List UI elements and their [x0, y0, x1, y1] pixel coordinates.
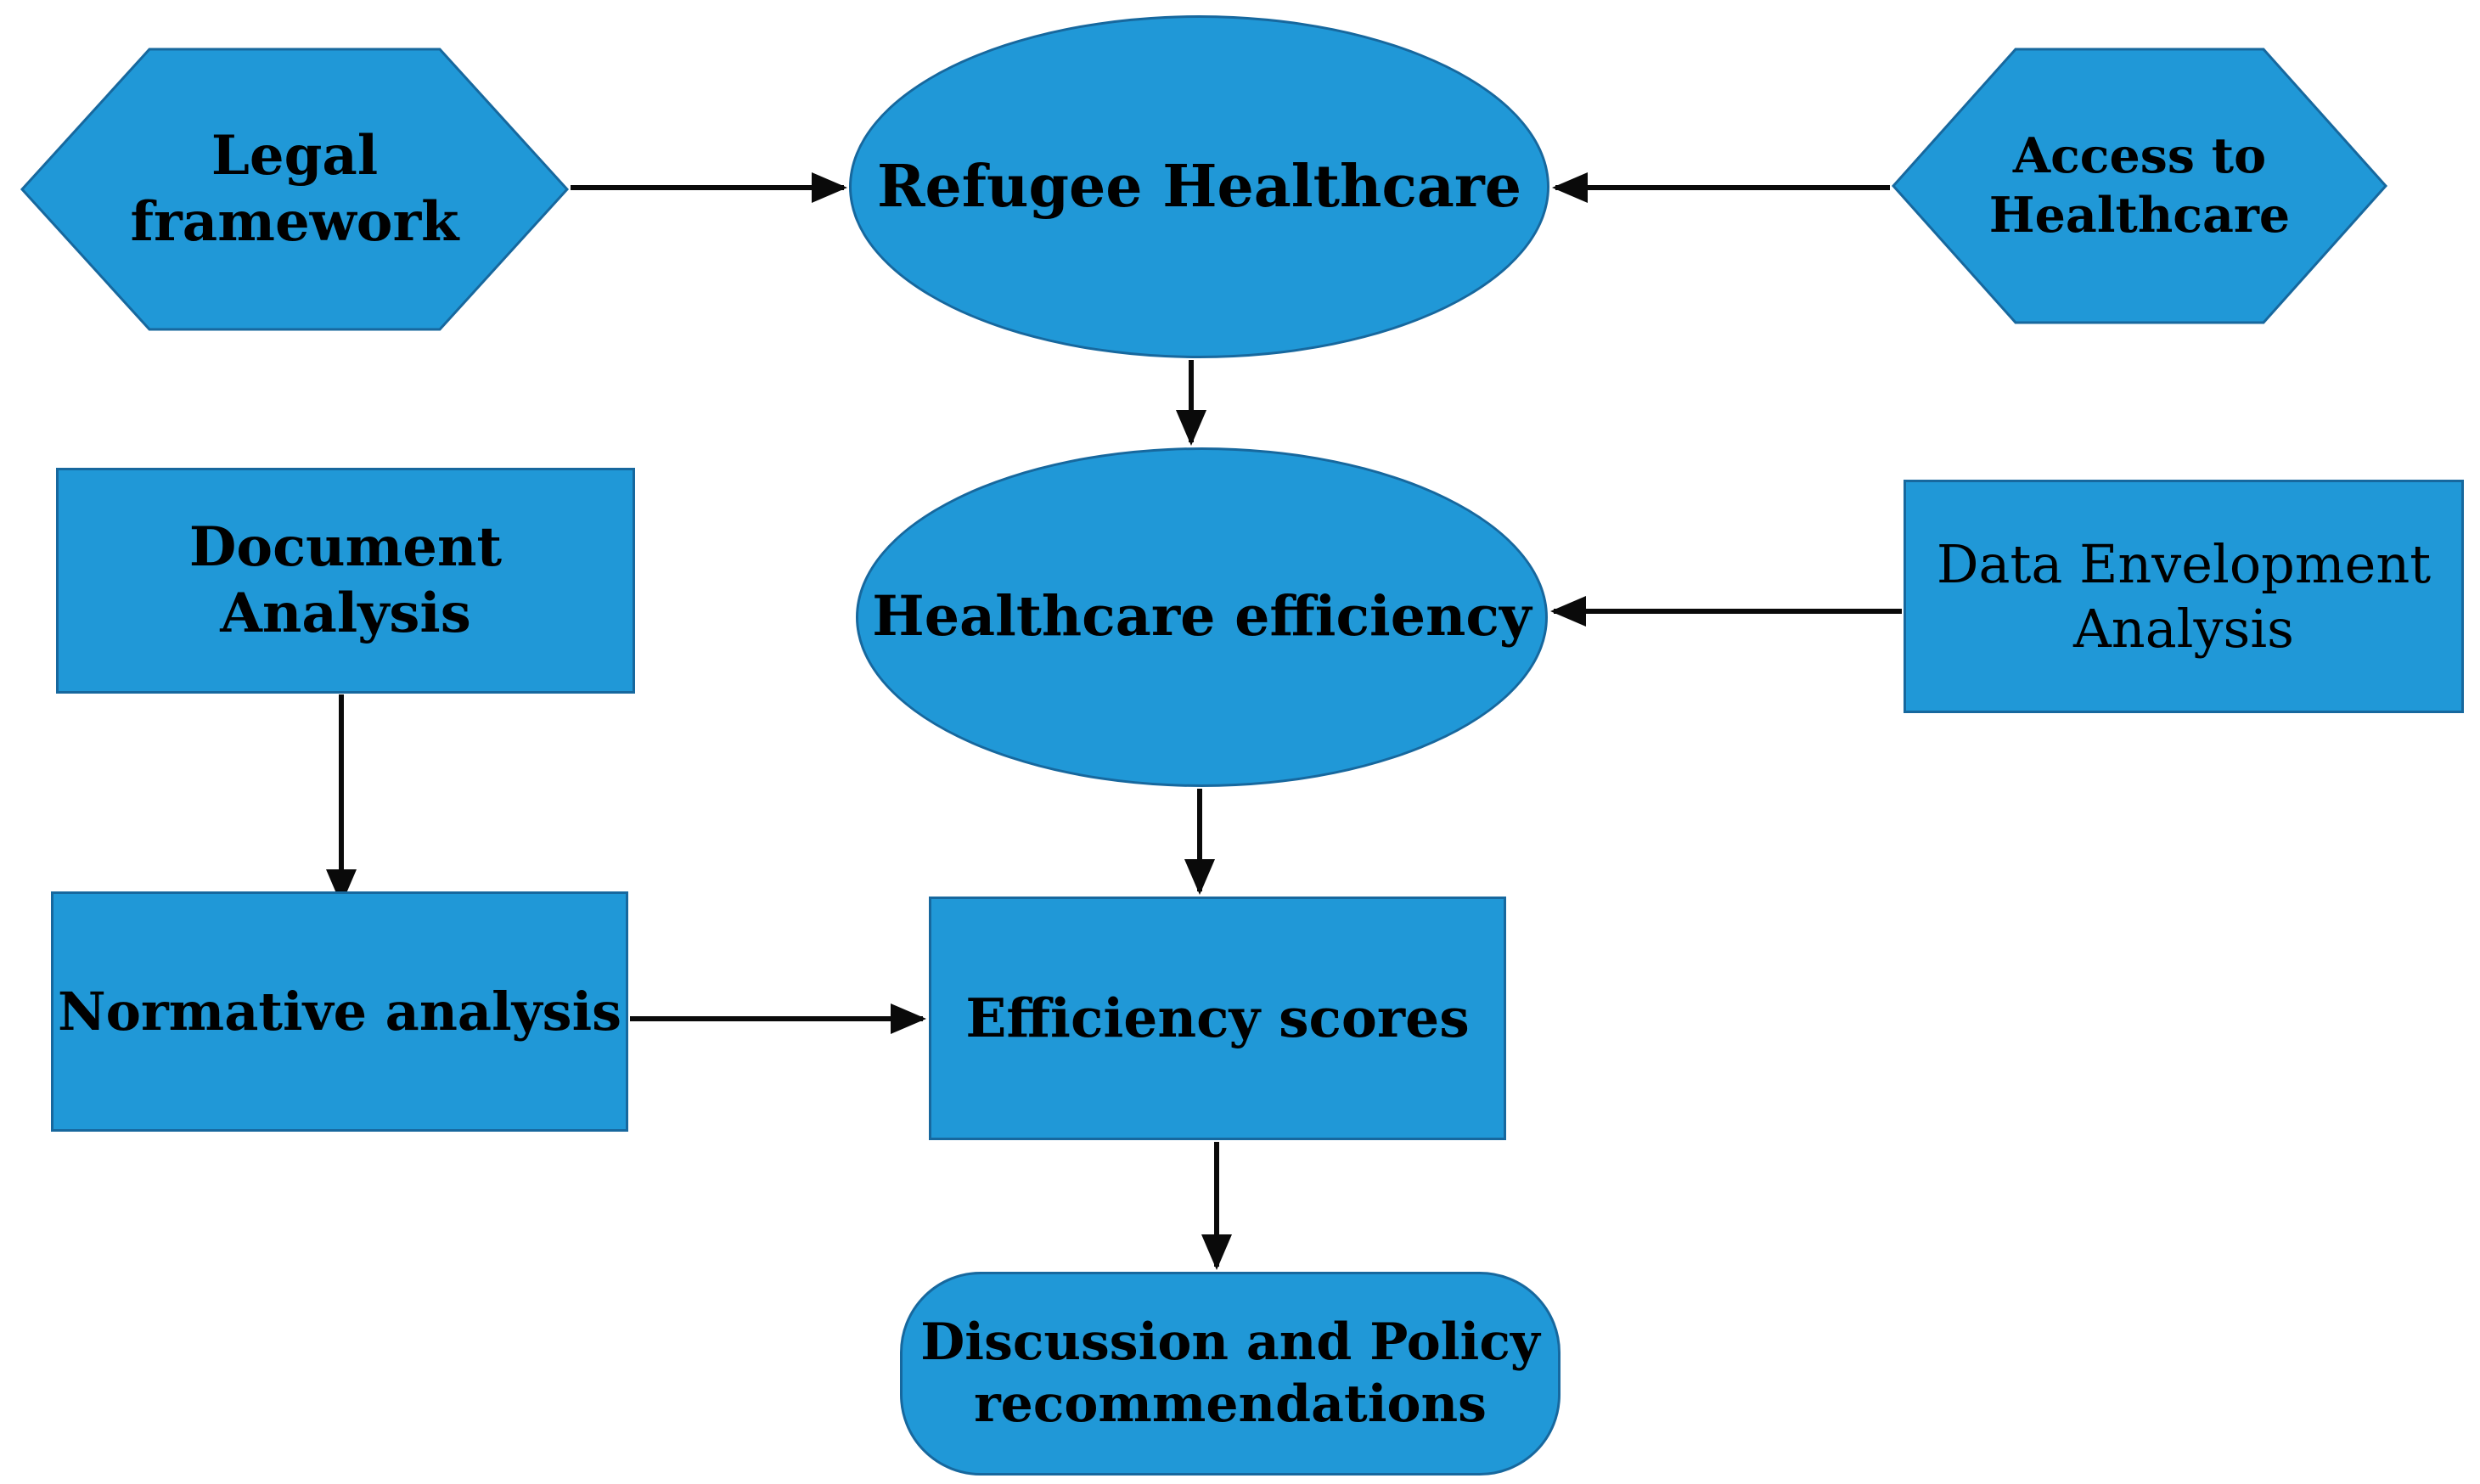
hexagon-shape: [1892, 48, 2387, 324]
node-label: Refugee Healthcare: [876, 152, 1522, 221]
label-line: Legal: [211, 123, 379, 188]
hexagon-shape: [20, 48, 569, 331]
label-line: Data Envelopment: [1936, 532, 2432, 595]
label-line: framework: [130, 190, 459, 254]
node-legal-framework: Legal framework: [20, 48, 569, 331]
node-label: Data Envelopment Analysis: [1937, 532, 2431, 660]
node-document-analysis: Document Analysis: [56, 468, 635, 694]
node-efficiency-scores: Efficiency scores: [929, 897, 1506, 1140]
label-line: Analysis: [2073, 597, 2294, 660]
node-label: Access to Healthcare: [1988, 127, 2291, 244]
node-label: Efficiency scores: [965, 987, 1470, 1050]
node-normative-analysis: Normative analysis: [51, 891, 628, 1132]
node-discussion-policy-recommendations: Discussion and Policy recommendations: [900, 1272, 1561, 1476]
node-healthcare-efficiency: Healthcare efficiency: [856, 447, 1548, 787]
label-line: Discussion and Policy: [920, 1312, 1540, 1372]
node-label: Discussion and Policy recommendations: [920, 1312, 1540, 1436]
node-label: Document Analysis: [188, 514, 503, 645]
label-line: recommendations: [974, 1374, 1487, 1434]
node-access-to-healthcare: Access to Healthcare: [1892, 48, 2387, 324]
node-refugee-healthcare: Refugee Healthcare: [849, 15, 1549, 358]
node-label: Legal framework: [131, 123, 459, 256]
node-label: Normative analysis: [57, 980, 622, 1043]
node-data-envelopment-analysis: Data Envelopment Analysis: [1904, 480, 2464, 713]
node-label: Healthcare efficiency: [872, 584, 1532, 649]
